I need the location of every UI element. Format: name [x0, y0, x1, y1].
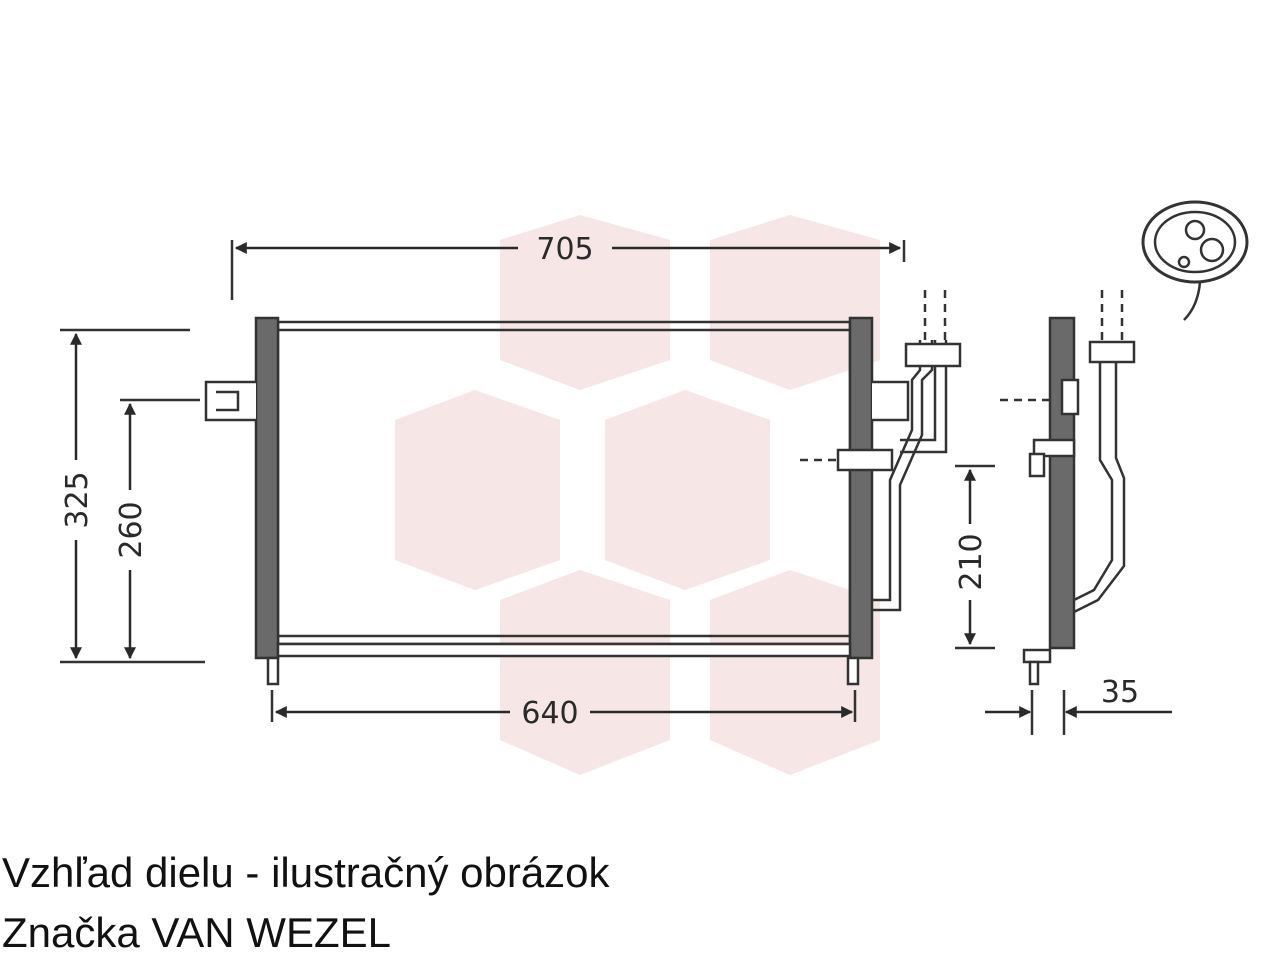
dim-label-640: 640 — [521, 696, 578, 731]
dim-label-260: 260 — [114, 501, 149, 558]
right-bracket — [872, 380, 910, 422]
connector-flange-detail — [1141, 200, 1249, 321]
caption-brand: Značka VAN WEZEL — [2, 909, 391, 956]
outlet-pipe — [872, 340, 922, 602]
side-view-core — [1048, 316, 1076, 650]
dim-label-210: 210 — [954, 533, 989, 590]
hexagon-watermark — [395, 215, 880, 775]
dim-label-35: 35 — [1101, 675, 1139, 710]
side-view-pipe — [1073, 360, 1114, 602]
right-tank — [848, 316, 874, 660]
caption-illustrative-image: Vzhľad dielu - ilustračný obrázok — [2, 849, 610, 896]
left-tank — [254, 316, 280, 660]
dim-label-705: 705 — [536, 232, 593, 267]
left-bracket — [204, 380, 256, 422]
dim-label-325: 325 — [60, 471, 95, 528]
